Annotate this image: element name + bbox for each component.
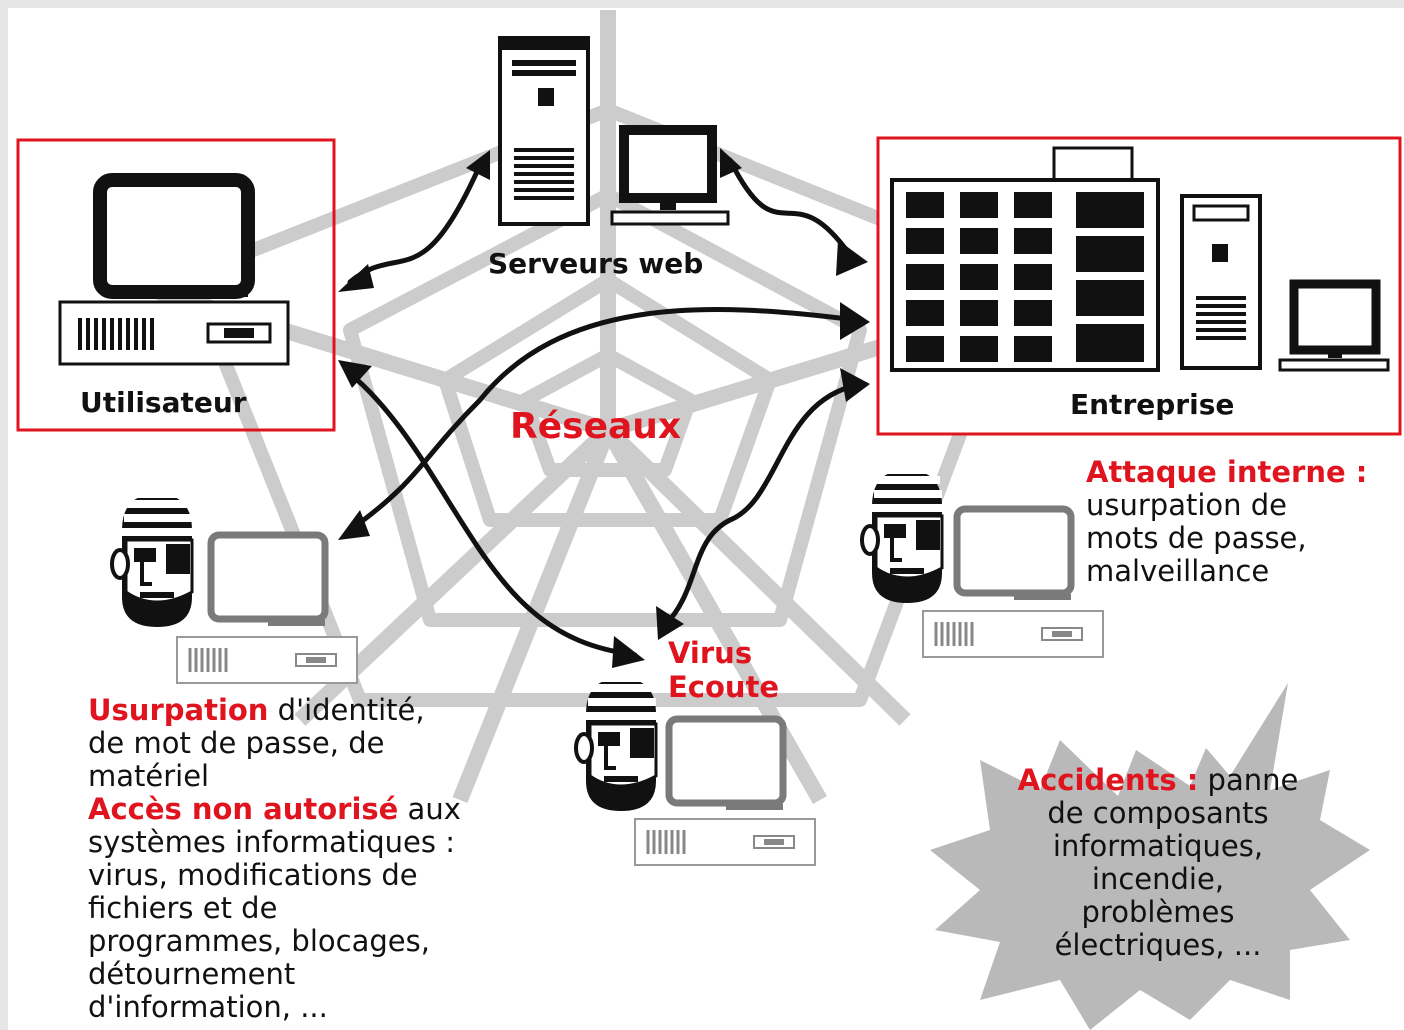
accidents-line: de composants (1047, 796, 1269, 830)
user-computer-icon (58, 173, 290, 366)
computer-case-icon (175, 635, 359, 685)
usurpation-keyword: Usurpation (88, 693, 269, 727)
acces-keyword: Accès non autorisé (88, 792, 399, 826)
monitor-icon (1278, 279, 1390, 372)
virus-label: Virus (668, 636, 753, 670)
acces-line: programmes, blocages, (88, 924, 430, 958)
usurpation-block: Usurpation d'identité, de mot de passe, … (88, 694, 461, 1024)
accidents-line: informatiques, (1052, 829, 1264, 863)
starburst-icon (930, 683, 1370, 1030)
accidents-text: panne (1198, 763, 1299, 797)
attaque-interne-line: mots de passe, (1086, 521, 1307, 555)
arrow-webserver-entreprise (727, 157, 853, 258)
acces-line: systèmes informatiques : (88, 825, 455, 859)
entreprise-label: Entreprise (1070, 388, 1235, 421)
attaque-interne-title: Attaque interne : (1086, 455, 1368, 489)
utilisateur-frame (16, 138, 336, 432)
accidents-title: Accidents : (1017, 763, 1199, 797)
monitor-icon (669, 719, 783, 810)
acces-line: fichiers et de (88, 891, 278, 925)
accidents-line: électriques, ... (1054, 928, 1262, 962)
computer-case-icon (921, 609, 1105, 659)
reseaux-label: Réseaux (510, 406, 682, 447)
accidents-block: Accidents : panne de composants informat… (988, 764, 1328, 962)
attaque-interne-line: malveillance (1086, 554, 1270, 588)
attaque-interne-line: usurpation de (1086, 488, 1287, 522)
arrow-entreprise-virus (662, 382, 861, 628)
monitor-icon (211, 535, 325, 626)
acces-line: Accès non autorisé aux (88, 793, 461, 826)
accidents-line: Accidents : panne (988, 764, 1328, 797)
accidents-line: incendie, (1091, 862, 1225, 896)
acces-line: détournement (88, 957, 296, 991)
utilisateur-label: Utilisateur (80, 386, 247, 419)
usurpation-line: de mot de passe, de (88, 726, 385, 760)
serveurs-web-label: Serveurs web (488, 247, 704, 280)
monitor-icon (957, 509, 1071, 600)
acces-line: virus, modifications de (88, 858, 418, 892)
computer-case-icon (633, 817, 817, 867)
accidents-line: problèmes (1081, 895, 1235, 929)
arrow-user-virus (345, 369, 638, 658)
office-building-icon (890, 146, 1160, 372)
usurpation-text: d'identité, (268, 693, 425, 727)
acces-text: aux (398, 792, 461, 826)
pirate-icon (110, 489, 194, 629)
pirate-icon (860, 465, 944, 605)
ecoute-label: Ecoute (668, 670, 780, 704)
web-server-icon (498, 36, 590, 226)
server-tower-icon (1180, 194, 1262, 370)
usurpation-line: Usurpation d'identité, (88, 694, 461, 727)
usurpation-line: matériel (88, 759, 210, 793)
acces-line: d'information, ... (88, 990, 328, 1024)
arrowheads (338, 148, 870, 668)
monitor-icon (610, 125, 730, 226)
connection-arrows (345, 157, 861, 658)
attaque-interne-block: Attaque interne : usurpation de mots de … (1086, 456, 1367, 588)
arrow-pirate-entreprise (347, 307, 858, 533)
